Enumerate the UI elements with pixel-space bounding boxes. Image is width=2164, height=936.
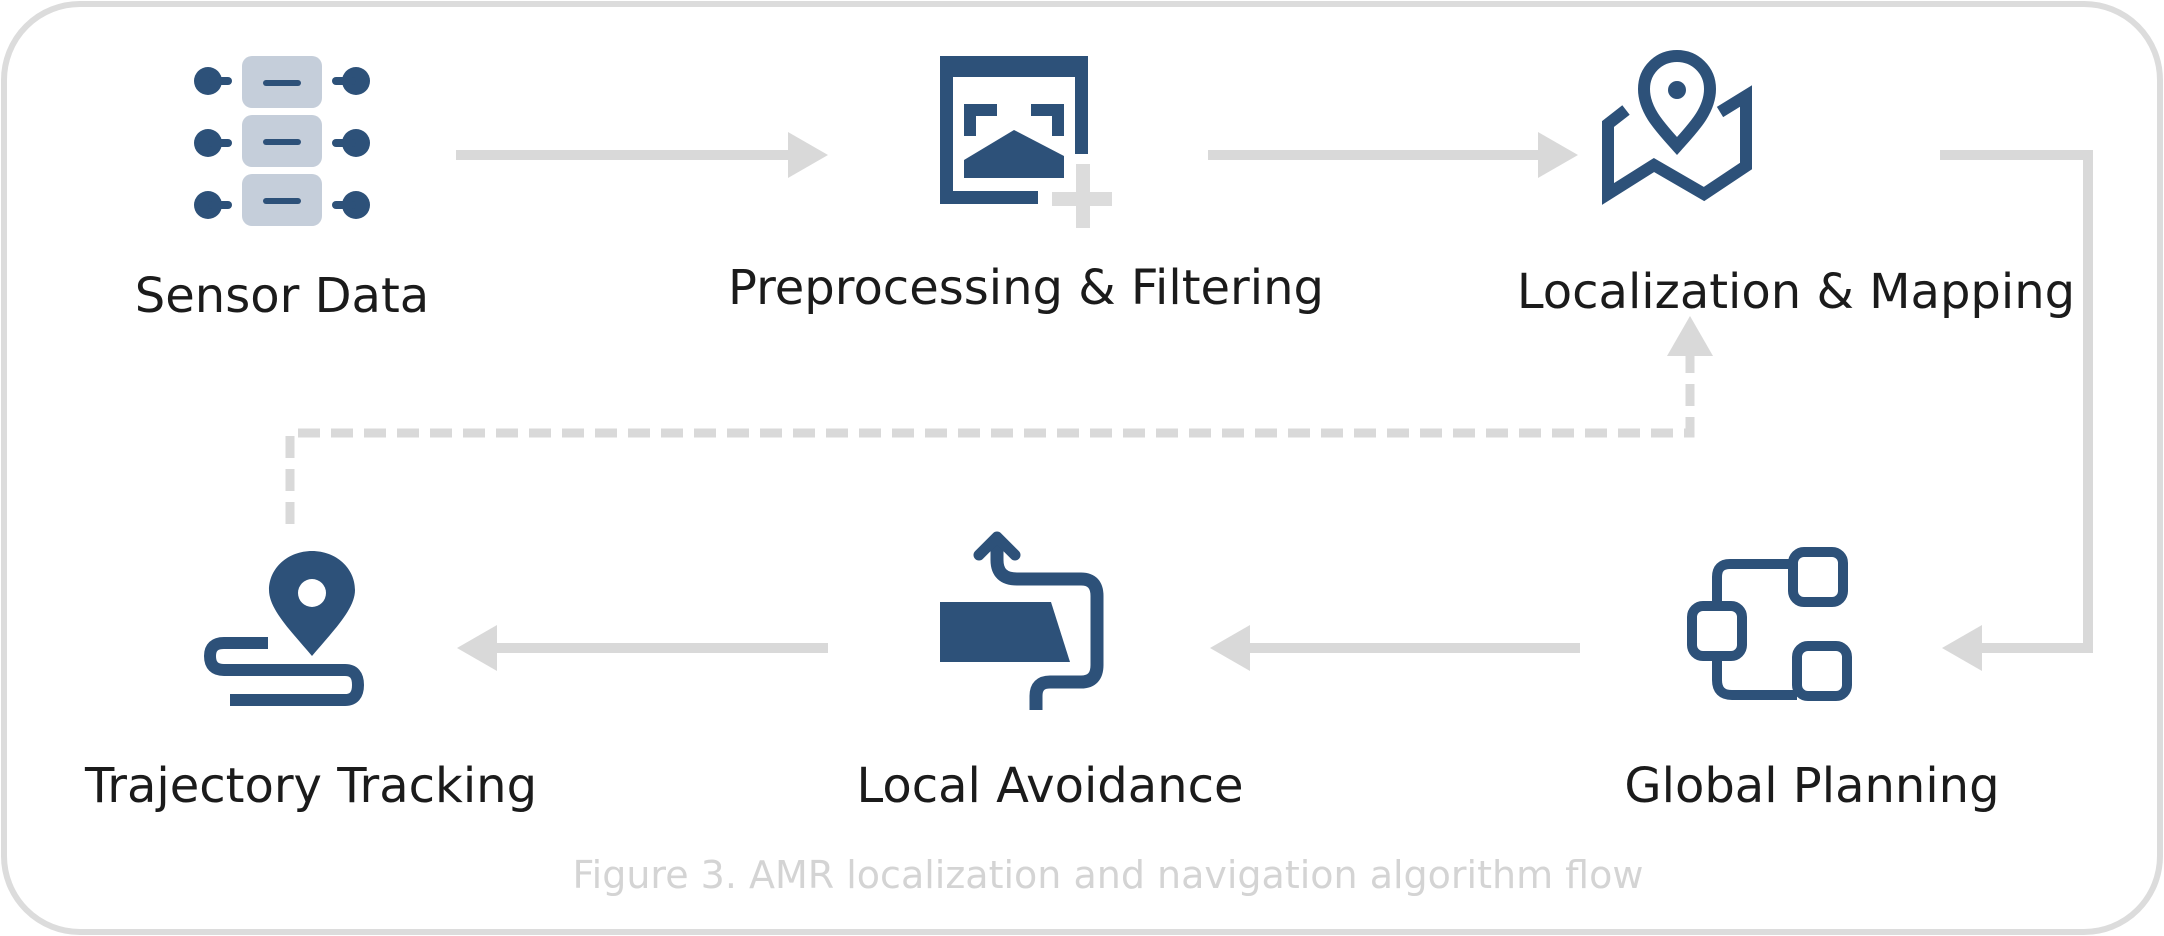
- arrow-preprocess-to-localization: [1208, 132, 1578, 178]
- step-label-local-avoidance: Local Avoidance: [856, 758, 1244, 814]
- map-pin-icon: [1602, 49, 1752, 205]
- flowchart-icon: [1687, 547, 1852, 701]
- step-label-trajectory-tracking: Trajectory Tracking: [84, 758, 538, 814]
- arrow-global-to-local: [1210, 625, 1580, 671]
- arrow-local-to-trajectory: [457, 625, 828, 671]
- image-filter-icon: [940, 56, 1112, 228]
- sensor-data-icon: [194, 56, 370, 226]
- detour-icon: [940, 531, 1104, 710]
- step-label-sensor-data: Sensor Data: [134, 268, 430, 324]
- step-label-global-planning: Global Planning: [1624, 758, 2000, 814]
- step-label-preprocessing: Preprocessing & Filtering: [727, 260, 1325, 316]
- figure-caption: Figure 3. AMR localization and navigatio…: [572, 853, 1644, 897]
- arrow-sensor-to-preprocess: [456, 132, 828, 178]
- route-pin-icon: [203, 551, 365, 706]
- feedback-arrow-trajectory-to-localization: [285, 316, 1713, 524]
- step-label-localization: Localization & Mapping: [1516, 264, 2076, 320]
- arrow-localization-to-global: [1940, 150, 2093, 671]
